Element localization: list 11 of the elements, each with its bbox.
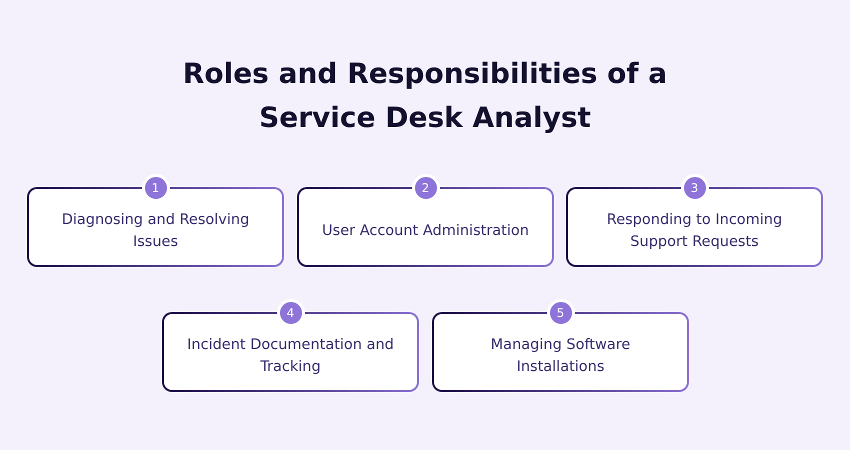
card-text: Responding to Incoming Support Requests <box>606 211 784 252</box>
number-badge: 1 <box>142 174 170 202</box>
card-text: User Account Administration <box>322 222 529 241</box>
number-badge: 5 <box>546 299 574 327</box>
number-badge: 3 <box>680 174 708 202</box>
card-text: Managing Software Installations <box>490 336 632 377</box>
card-text: Incident Documentation and Tracking <box>186 336 395 377</box>
title: Roles and Responsibilities of a Service Desk Analyst <box>182 56 668 136</box>
number-badge: 2 <box>412 174 440 202</box>
number-badge: 4 <box>276 299 304 327</box>
card-text: Diagnosing and Resolving Issues <box>60 211 250 252</box>
